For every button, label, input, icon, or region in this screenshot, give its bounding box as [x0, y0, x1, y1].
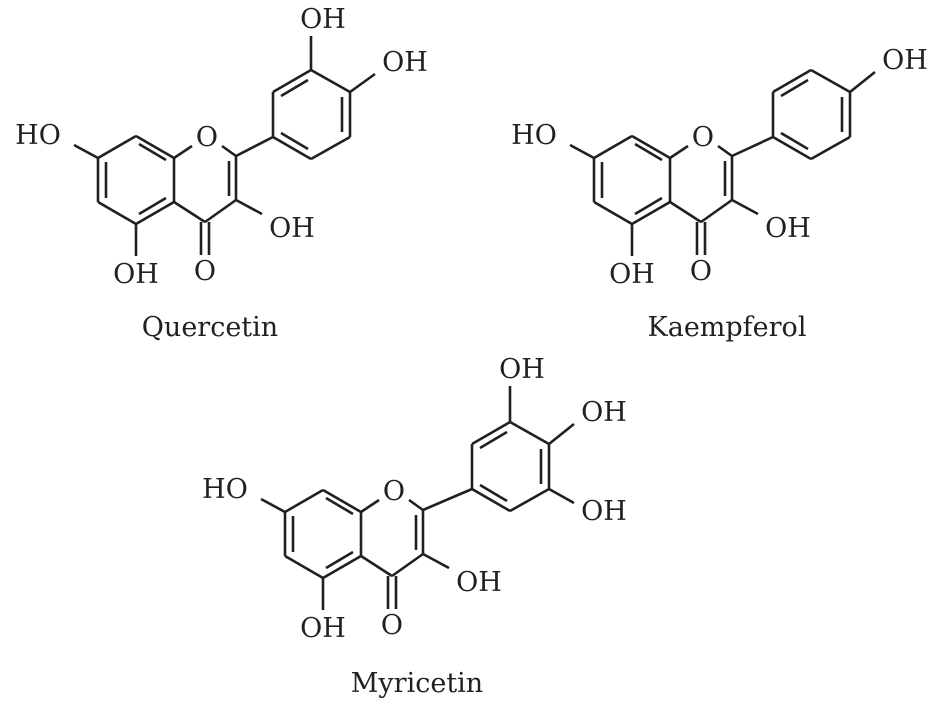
- quercetin-oh-5: OH: [113, 259, 159, 290]
- bond: [73, 143, 99, 160]
- bond: [634, 196, 663, 216]
- bond: [280, 78, 309, 98]
- bond: [349, 72, 376, 94]
- myricetin-oh-4prime: OH: [581, 397, 627, 428]
- bond: [135, 134, 175, 160]
- bond: [391, 552, 424, 578]
- myricetin-oh-3prime: OH: [499, 354, 545, 385]
- bond: [772, 135, 812, 161]
- bond: [780, 131, 809, 151]
- bond: [631, 134, 671, 160]
- bond: [422, 487, 473, 512]
- bond: [280, 131, 309, 151]
- kaempferol-keto-oxygen: O: [690, 256, 712, 287]
- bond: [700, 198, 733, 224]
- bond: [717, 144, 733, 158]
- myricetin-name: Myricetin: [351, 668, 483, 699]
- bond: [569, 143, 595, 160]
- bond: [272, 135, 312, 161]
- bond: [772, 68, 812, 94]
- bond: [634, 142, 663, 162]
- kaempferol-oh-4prime: OH: [882, 45, 928, 76]
- bond: [138, 196, 167, 216]
- kaempferol-ho-7: HO: [511, 120, 557, 151]
- bond: [173, 144, 193, 160]
- bond: [235, 198, 263, 216]
- bond: [810, 68, 851, 94]
- bond: [731, 135, 774, 158]
- quercetin-name: Quercetin: [142, 312, 278, 343]
- bond: [548, 422, 575, 446]
- bond: [310, 68, 351, 94]
- bond: [221, 144, 237, 158]
- bond: [422, 552, 450, 570]
- bond: [731, 198, 759, 216]
- bond: [325, 550, 354, 570]
- bond: [260, 497, 286, 514]
- bond: [509, 487, 550, 513]
- bond: [322, 488, 362, 514]
- bond: [310, 135, 351, 161]
- myricetin-bonds: [260, 386, 575, 610]
- bond: [669, 200, 702, 224]
- myricetin-oh-5prime: OH: [581, 496, 627, 527]
- bond: [284, 554, 324, 580]
- bond: [97, 200, 137, 226]
- kaempferol-oh-5: OH: [609, 259, 655, 290]
- kaempferol-ring-oxygen: O: [692, 122, 714, 153]
- bond: [408, 498, 424, 512]
- bond: [479, 483, 508, 503]
- quercetin-structure: HO OH O O OH OH OH Quercetin: [15, 4, 428, 343]
- bond: [322, 554, 362, 580]
- kaempferol-name: Kaempferol: [648, 312, 807, 343]
- myricetin-oh-5: OH: [300, 613, 346, 644]
- kaempferol-oh-3: OH: [765, 213, 811, 244]
- bond: [509, 420, 550, 446]
- bond: [135, 200, 175, 226]
- quercetin-bonds: [73, 36, 376, 256]
- bond: [173, 200, 206, 224]
- quercetin-oh-4prime: OH: [382, 47, 428, 78]
- bond: [810, 135, 851, 161]
- bond: [204, 198, 237, 224]
- bond: [593, 200, 633, 226]
- myricetin-ho-7: HO: [202, 474, 248, 505]
- bond: [235, 135, 274, 158]
- bond: [780, 78, 809, 98]
- quercetin-oh-3prime: OH: [300, 4, 346, 35]
- myricetin-oh-3: OH: [456, 567, 502, 598]
- kaempferol-structure: HO OH O O OH OH Kaempferol: [511, 45, 928, 343]
- bond: [849, 70, 876, 94]
- quercetin-keto-oxygen: O: [194, 256, 216, 287]
- bond: [593, 134, 633, 160]
- bond: [97, 134, 137, 160]
- bond: [325, 496, 354, 516]
- myricetin-structure: HO OH O O OH OH OH OH Myricetin: [202, 354, 627, 699]
- bond: [631, 200, 671, 226]
- myricetin-keto-oxygen: O: [381, 610, 403, 641]
- bond: [360, 554, 393, 578]
- bond: [138, 142, 167, 162]
- bond: [479, 430, 508, 450]
- bond: [669, 144, 689, 160]
- myricetin-ring-oxygen: O: [383, 476, 405, 507]
- quercetin-ho-7: HO: [15, 120, 61, 151]
- quercetin-ring-oxygen: O: [196, 122, 218, 153]
- bond: [471, 420, 511, 446]
- bond: [284, 488, 324, 514]
- bond: [360, 498, 380, 514]
- bond: [272, 68, 312, 94]
- quercetin-oh-3: OH: [269, 213, 315, 244]
- kaempferol-bonds: [569, 68, 876, 256]
- bond: [471, 487, 511, 513]
- bond: [548, 487, 575, 505]
